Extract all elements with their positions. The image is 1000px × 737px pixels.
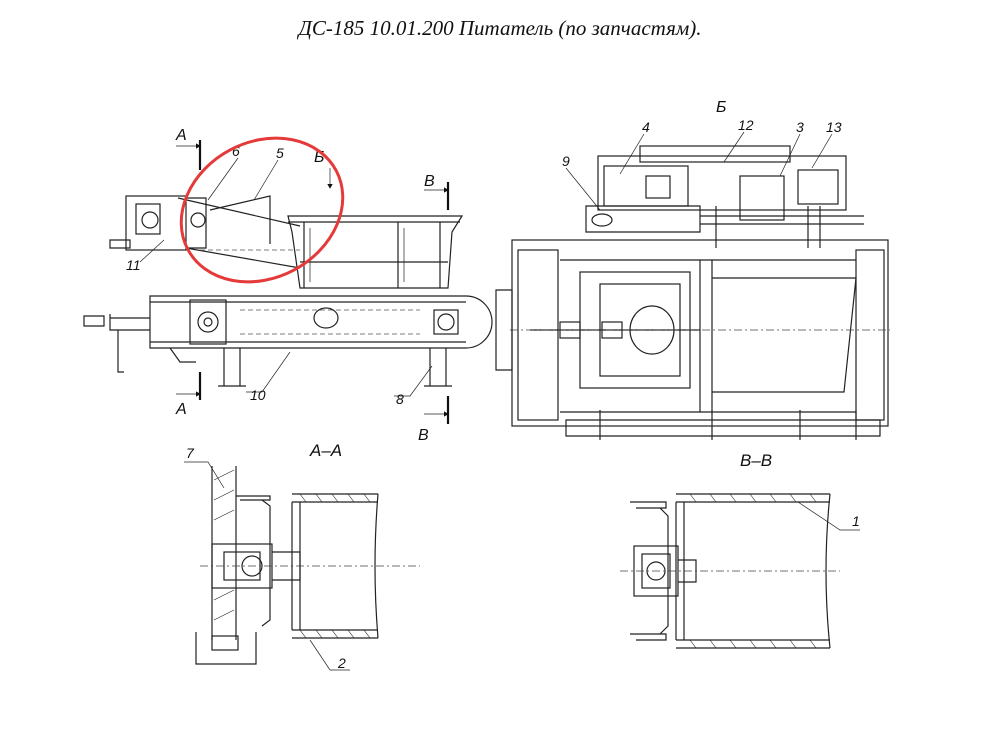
hopper [287,215,464,289]
drive-unit [109,195,301,269]
highlight-ellipse [179,136,345,284]
view-label-aa: А–А [309,441,342,460]
conveyor-frame [83,295,493,373]
callout-8: 8 [396,391,404,407]
side-view: 6 5 11 10 8 А А Б В В [83,127,493,444]
support-legs [169,347,452,387]
view-label-b: Б [716,99,726,116]
section-marker-v-top: В [424,173,435,190]
callout-3: 3 [796,119,804,135]
drawing-title: ДС-185 10.01.200 Питатель (по запчастям)… [298,16,702,40]
callout-10: 10 [250,387,266,403]
callout-7: 7 [186,445,195,461]
callout-13: 13 [826,119,842,135]
callout-12: 12 [738,117,754,133]
section-view-aa: А–А 7 2 [184,441,420,671]
callout-9: 9 [562,153,570,169]
callout-4: 4 [642,119,650,135]
section-marker-v-bottom: В [418,427,429,444]
callout-2: 2 [337,655,346,671]
callout-6: 6 [232,143,240,159]
section-marker-a-top: А [175,127,187,144]
callout-11: 11 [126,257,141,273]
callout-1: 1 [852,513,860,529]
view-label-vv: В–В [740,451,772,470]
section-marker-b: Б [314,149,324,166]
callout-5: 5 [276,145,284,161]
top-view-b: Б [495,99,890,440]
section-view-vv: В–В 1 [620,451,860,649]
section-marker-a-bottom: А [175,401,187,418]
